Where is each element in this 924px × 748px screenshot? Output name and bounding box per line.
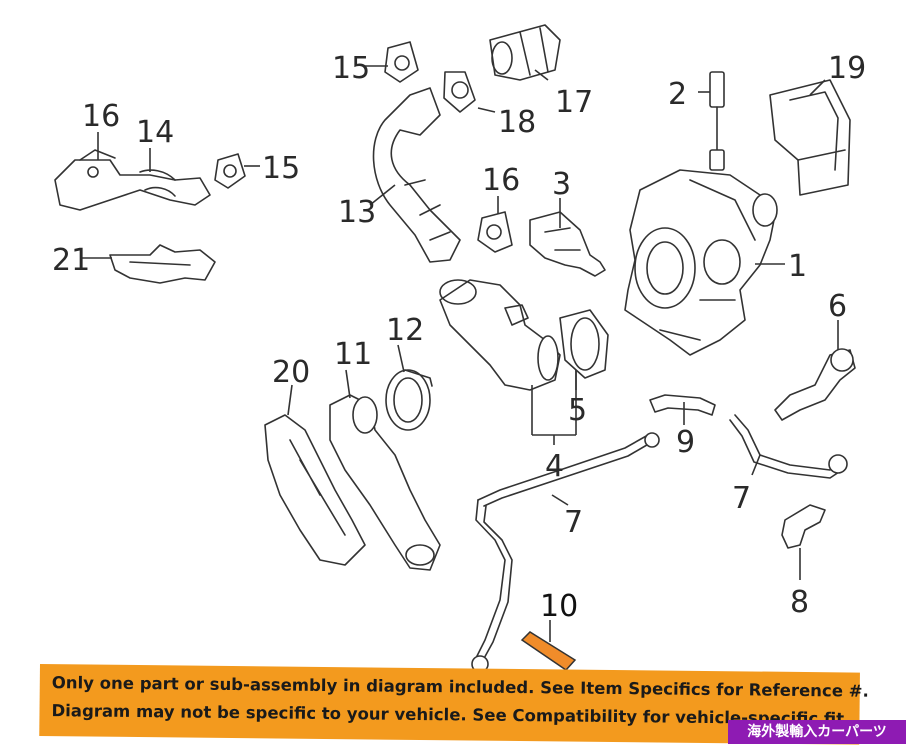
egr-tube-13 (372, 87, 461, 263)
egr-adapter-17 (489, 24, 561, 81)
hose-10-highlighted (520, 631, 577, 671)
gasket-18 (443, 71, 476, 113)
callout-12: 12 (386, 313, 424, 348)
callout-9: 9 (676, 425, 695, 460)
callout-20: 20 (272, 355, 310, 390)
hose-8 (781, 504, 826, 549)
callout-7-center: 7 (564, 505, 583, 540)
callout-13: 13 (338, 195, 376, 230)
leader-lines (80, 65, 839, 642)
coupler-5 (559, 309, 609, 379)
callout-17: 17 (555, 85, 593, 120)
callout-2: 2 (668, 77, 687, 112)
gasket-15-left (214, 153, 246, 189)
heat-shield-19 (769, 79, 851, 196)
callout-18: 18 (498, 105, 536, 140)
callout-7-right: 7 (732, 481, 751, 516)
callout-15-top: 15 (332, 51, 370, 86)
callout-8: 8 (790, 585, 809, 620)
callout-16-left: 16 (82, 99, 120, 134)
oil-line-7-center (471, 432, 660, 673)
sensor-2 (709, 71, 725, 171)
clamp-12 (385, 369, 433, 431)
actuator-3 (529, 211, 606, 277)
callout-6: 6 (828, 289, 847, 324)
heat-shield-20 (264, 414, 366, 566)
callout-21: 21 (52, 243, 90, 278)
callout-3: 3 (552, 167, 571, 202)
callout-19: 19 (828, 51, 866, 86)
gasket-16-middle (477, 211, 513, 253)
intake-tube-11 (329, 394, 441, 571)
oil-line-7-right (729, 414, 848, 479)
hose-6 (774, 348, 856, 421)
callout-11: 11 (334, 337, 372, 372)
hose-9 (649, 394, 716, 416)
brand-badge: 海外製輸入カーパーツ (728, 720, 906, 744)
callout-1: 1 (788, 249, 807, 284)
callout-10: 10 (540, 589, 578, 624)
gasket-15-top (384, 41, 419, 83)
callout-15-left: 15 (262, 151, 300, 186)
callout-labels: 1 2 3 4 5 6 7 7 8 9 10 11 12 13 14 15 15… (52, 51, 866, 624)
callout-5: 5 (568, 393, 587, 428)
heat-shield-21 (109, 244, 216, 284)
turbocharger-1 (624, 169, 778, 356)
exhaust-crossover-pipe (54, 149, 211, 211)
callout-16-middle: 16 (482, 163, 520, 198)
clamp-4-5 (537, 335, 559, 381)
callout-4: 4 (545, 449, 564, 484)
callout-14: 14 (136, 115, 174, 150)
